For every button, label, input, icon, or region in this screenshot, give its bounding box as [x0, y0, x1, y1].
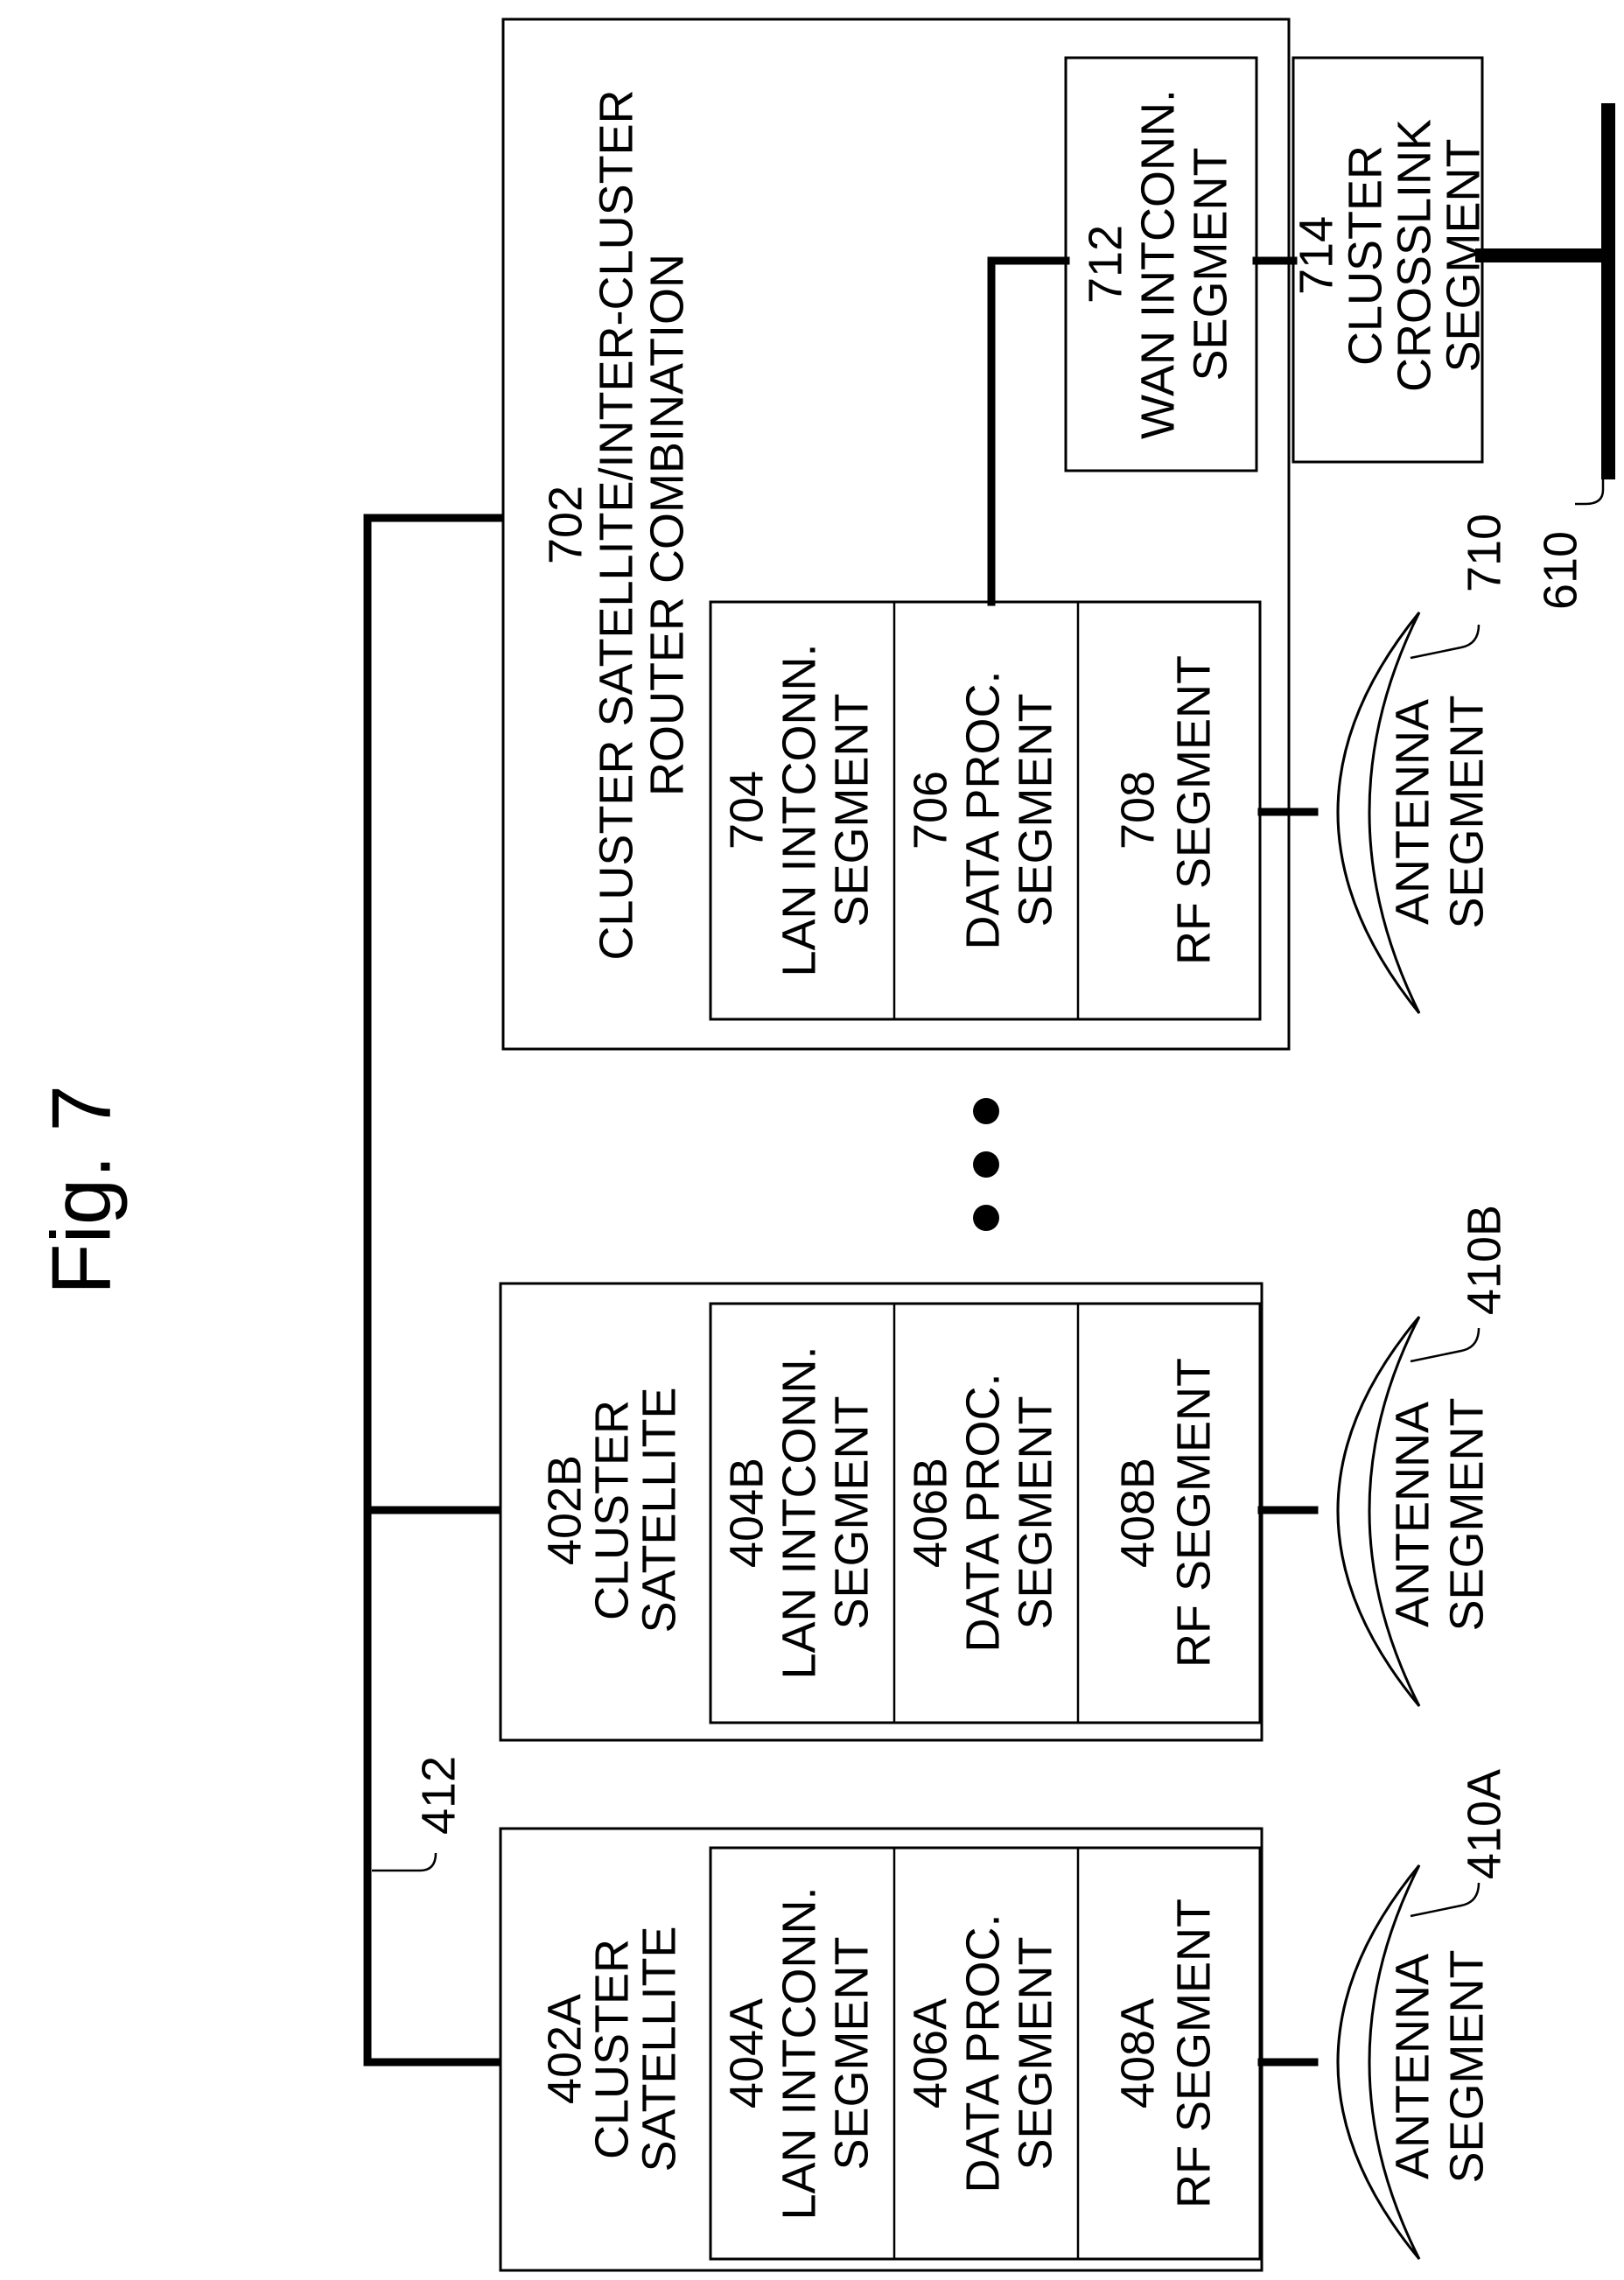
- rf-708-label: RF SEGMENT: [1167, 655, 1220, 965]
- lan-404b-segment: SEGMENT: [825, 1395, 878, 1629]
- lan-404a-ref: 404A: [720, 1998, 773, 2109]
- lan-704-ref: 704: [720, 771, 773, 850]
- satellite-402b-title-line1: CLUSTER: [585, 1400, 638, 1620]
- data-706-label: DATA PROC.: [956, 670, 1009, 949]
- bus-412-ref: 412: [412, 1756, 465, 1835]
- antenna-segment-410a: ANTENNA SEGMENT: [1386, 1949, 1493, 2183]
- data-706-segment: SEGMENT: [1009, 693, 1061, 927]
- cluster-satellite-402a: 402A CLUSTER SATELLITE 404A LAN INTCONN.…: [500, 1769, 1510, 2270]
- antenna-segment-710: ANTENNA SEGMENT: [1386, 695, 1493, 928]
- lan-704-label: LAN INTCONN.: [773, 643, 825, 976]
- antenna-410a-line2: SEGMENT: [1440, 1949, 1493, 2183]
- crosslink-610-leader: [1575, 479, 1603, 504]
- router-702-title-line1: CLUSTER SATELLITE/INTER-CLUSTER: [590, 89, 642, 960]
- antenna-710-ref: 710: [1458, 514, 1510, 592]
- rf-408a-ref: 408A: [1111, 1998, 1164, 2109]
- crosslink-610-ref: 610: [1534, 531, 1586, 610]
- data-406a-segment: SEGMENT: [1009, 1936, 1061, 2170]
- antenna-410b-line1: ANTENNA: [1386, 1402, 1438, 1627]
- bus-412-leader: [372, 1853, 436, 1871]
- router-702-title-line2: ROUTER COMBINATION: [640, 254, 693, 796]
- antenna-410a-ref: 410A: [1458, 1769, 1510, 1879]
- wan-712-label: WAN INTCONN.: [1131, 89, 1184, 439]
- antenna-710-line2: SEGMENT: [1440, 695, 1493, 928]
- crosslink-segment-714: 714 CLUSTER CROSSLINK SEGMENT: [1256, 58, 1608, 462]
- antenna-410b-ref: 410B: [1458, 1205, 1510, 1315]
- satellite-402a-title-line1: CLUSTER: [585, 1939, 638, 2159]
- data-406b-segment: SEGMENT: [1009, 1395, 1061, 1629]
- lan-404b-label: LAN INTCONN.: [773, 1346, 825, 1679]
- wan-712-ref: 712: [1079, 225, 1131, 304]
- rf-408b-label: RF SEGMENT: [1167, 1358, 1220, 1668]
- crosslink-714-ref: 714: [1290, 216, 1342, 295]
- antenna-410b-line2: SEGMENT: [1440, 1397, 1493, 1631]
- data-706-ref: 706: [904, 771, 956, 850]
- crosslink-714-line2: CROSSLINK: [1388, 119, 1440, 392]
- router-702-ref: 702: [539, 486, 592, 564]
- data-406b-ref: 406B: [904, 1458, 956, 1568]
- data-406a-ref: 406A: [904, 1998, 956, 2109]
- antenna-710-leader: [1410, 625, 1479, 658]
- antenna-410b-leader: [1410, 1328, 1479, 1361]
- crosslink-714-line1: CLUSTER: [1339, 145, 1391, 366]
- figure-title: Fig. 7: [34, 1085, 128, 1295]
- lan-404b-ref: 404B: [720, 1458, 773, 1568]
- rf-408a-label: RF SEGMENT: [1167, 1899, 1220, 2208]
- antenna-710-line1: ANTENNA: [1386, 699, 1438, 925]
- satellite-402a-title-line2: SATELLITE: [633, 1926, 685, 2172]
- rf-708-ref: 708: [1111, 771, 1164, 850]
- satellite-402b-ref: 402B: [538, 1455, 591, 1565]
- lan-704-segment: SEGMENT: [825, 693, 878, 927]
- satellite-402a-ref: 402A: [538, 1994, 591, 2104]
- cluster-satellite-402b: 402B CLUSTER SATELLITE 404B LAN INTCONN.…: [500, 1205, 1510, 1740]
- antenna-410a-line1: ANTENNA: [1386, 1954, 1438, 2179]
- data-406b-label: DATA PROC.: [956, 1373, 1009, 1652]
- ellipsis-dots: [973, 1098, 999, 1231]
- lan-404a-segment: SEGMENT: [825, 1936, 878, 2170]
- wan-712-segment: SEGMENT: [1184, 147, 1236, 381]
- antenna-segment-410b: ANTENNA SEGMENT: [1386, 1397, 1493, 1631]
- antenna-410a-leader: [1410, 1883, 1479, 1916]
- satellite-402b-title-line2: SATELLITE: [633, 1387, 685, 1633]
- lan-404a-label: LAN INTCONN.: [773, 1886, 825, 2220]
- rf-408b-ref: 408B: [1111, 1458, 1164, 1568]
- data-406a-label: DATA PROC.: [956, 1913, 1009, 2193]
